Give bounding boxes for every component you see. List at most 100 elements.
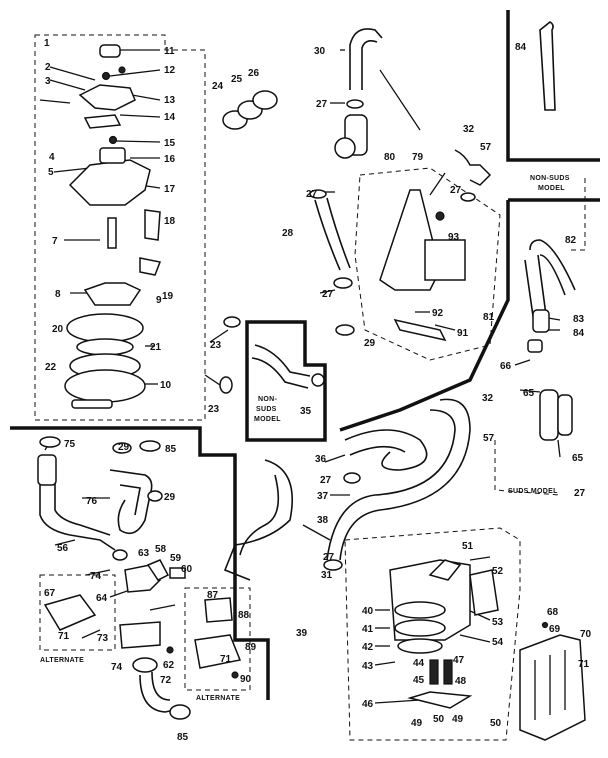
label-48: 48	[455, 676, 467, 687]
label-32-b: 32	[482, 393, 494, 404]
label-35: 35	[300, 406, 312, 417]
pump-assembly	[39, 44, 162, 409]
label-20: 20	[52, 324, 64, 335]
note-alternate-mid: ALTERNATE	[196, 695, 240, 702]
part-63	[124, 564, 161, 593]
agitator-pin	[435, 211, 445, 221]
label-22: 22	[45, 362, 57, 373]
label-92: 92	[432, 308, 444, 319]
label-84-b: 84	[573, 328, 585, 339]
model-notes: NON-SUDS MODEL NON- SUDS MODEL SUDS MODE…	[40, 175, 569, 702]
motor-cap	[428, 559, 462, 581]
bracket-group	[519, 621, 586, 741]
hose-30	[349, 28, 383, 90]
label-37: 37	[317, 491, 329, 502]
label-71-b: 71	[220, 654, 232, 665]
label-73: 73	[97, 633, 109, 644]
label-45: 45	[413, 675, 425, 686]
pump-spring	[107, 217, 117, 249]
pump-nut	[118, 66, 126, 74]
section-dividers	[10, 10, 600, 700]
label-27-f: 27	[323, 552, 335, 563]
label-90: 90	[240, 674, 252, 685]
note-alternate-left: ALTERNATE	[40, 657, 84, 664]
ring-27-top	[346, 99, 364, 109]
hose-center	[223, 459, 294, 581]
pump-assembly-box	[34, 34, 206, 421]
pump-ring	[76, 338, 134, 356]
label-23-lower: 23	[208, 404, 220, 415]
label-18: 18	[164, 216, 176, 227]
label-28: 28	[282, 228, 294, 239]
hose-28	[314, 199, 341, 271]
pump-bracket	[144, 209, 161, 241]
label-75: 75	[64, 439, 76, 450]
label-56: 56	[57, 543, 69, 554]
label-42: 42	[362, 642, 374, 653]
label-63: 63	[138, 548, 150, 559]
label-68: 68	[547, 607, 559, 618]
label-3: 3	[45, 76, 51, 87]
clamp-29-right	[147, 490, 163, 502]
label-27-c: 27	[450, 185, 462, 196]
label-54: 54	[492, 637, 504, 648]
elbow-57	[454, 149, 492, 186]
label-8: 8	[55, 289, 61, 300]
non-suds-mid-box	[245, 320, 327, 442]
center-hoses	[219, 316, 471, 581]
label-57-a: 57	[480, 142, 492, 153]
label-69: 69	[549, 624, 561, 635]
label-31: 31	[321, 570, 333, 581]
motor-coil	[469, 569, 499, 616]
fitting-84	[532, 309, 550, 333]
valve-port	[334, 137, 356, 159]
divider-center-right	[339, 200, 510, 432]
label-85-b: 85	[177, 732, 189, 743]
hose-38	[339, 398, 471, 561]
clamp-74	[112, 549, 128, 561]
label-91: 91	[457, 328, 469, 339]
label-21: 21	[150, 342, 162, 353]
pump-cap	[99, 44, 121, 58]
pump-housing	[68, 159, 151, 206]
label-58: 58	[155, 544, 167, 555]
label-62: 62	[163, 660, 175, 671]
suds-dash	[494, 440, 561, 496]
note-non-suds-mid-line1: NON-	[258, 396, 277, 403]
label-85-a: 85	[165, 444, 177, 455]
label-24: 24	[212, 81, 224, 92]
pump-rod	[39, 99, 71, 104]
note-non-suds-right-line2: MODEL	[538, 185, 565, 192]
label-52: 52	[492, 566, 504, 577]
label-40: 40	[362, 606, 374, 617]
label-29-a: 29	[118, 442, 130, 453]
label-11: 11	[164, 46, 175, 57]
note-non-suds-mid-line2: SUDS	[256, 406, 277, 413]
label-64: 64	[96, 593, 108, 604]
part-60	[169, 567, 186, 579]
label-30: 30	[314, 46, 326, 57]
label-14: 14	[164, 112, 176, 123]
label-4: 4	[49, 152, 55, 163]
label-17: 17	[164, 184, 176, 195]
label-41: 41	[362, 624, 374, 635]
label-2: 2	[45, 62, 51, 73]
label-46: 46	[362, 699, 374, 710]
part-89	[194, 634, 242, 669]
pump-lever	[78, 84, 136, 111]
label-29-b: 29	[164, 492, 176, 503]
label-27-d: 27	[322, 289, 334, 300]
pump-impeller	[83, 282, 142, 306]
label-71-a: 71	[58, 631, 70, 642]
part-number-labels: 1 2 3 4 5 7 8 9 19 10 11 12 13 14 15 16 …	[44, 38, 592, 743]
upper-center-parts	[222, 21, 556, 342]
clamp-23b	[219, 376, 233, 394]
hose-56	[39, 460, 116, 551]
label-50-a: 50	[433, 714, 445, 725]
label-44: 44	[413, 658, 425, 669]
bracket-67	[43, 594, 97, 631]
label-27-b: 27	[306, 189, 318, 200]
label-67: 67	[44, 588, 56, 599]
